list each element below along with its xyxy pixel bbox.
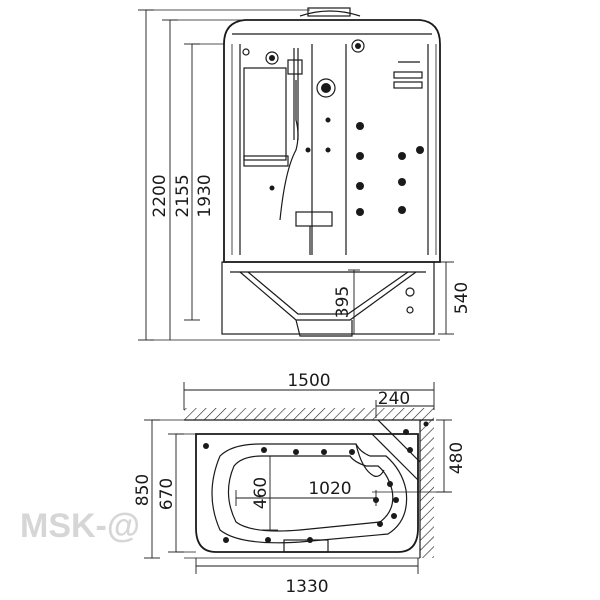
dim-label-480: 480	[447, 442, 467, 474]
dim-label-1020: 1020	[308, 479, 351, 499]
dim-label-1330: 1330	[285, 577, 328, 597]
dim-label-240: 240	[378, 389, 410, 409]
dim-label-850: 850	[133, 474, 153, 506]
plan-view-bathtub	[184, 408, 434, 558]
front-view-dimensions	[138, 9, 454, 341]
dim-label-1500: 1500	[287, 371, 330, 391]
watermark-logo: MSK-@	[20, 507, 140, 545]
dim-label-395: 395	[333, 286, 353, 318]
plan-view-dimensions	[144, 382, 452, 574]
front-view-labels: 2200 2155 1930 395 540	[150, 174, 472, 318]
dim-label-670: 670	[157, 478, 177, 510]
plan-view-labels: 1500 240 480 850 670 1330 1020 460	[133, 371, 467, 597]
dim-label-460: 460	[251, 477, 271, 509]
front-view-shower-cabin	[221, 7, 441, 337]
dim-label-2200: 2200	[150, 174, 170, 217]
dim-label-1930: 1930	[195, 174, 215, 217]
dim-label-540: 540	[452, 282, 472, 314]
dim-label-2155: 2155	[173, 174, 193, 217]
